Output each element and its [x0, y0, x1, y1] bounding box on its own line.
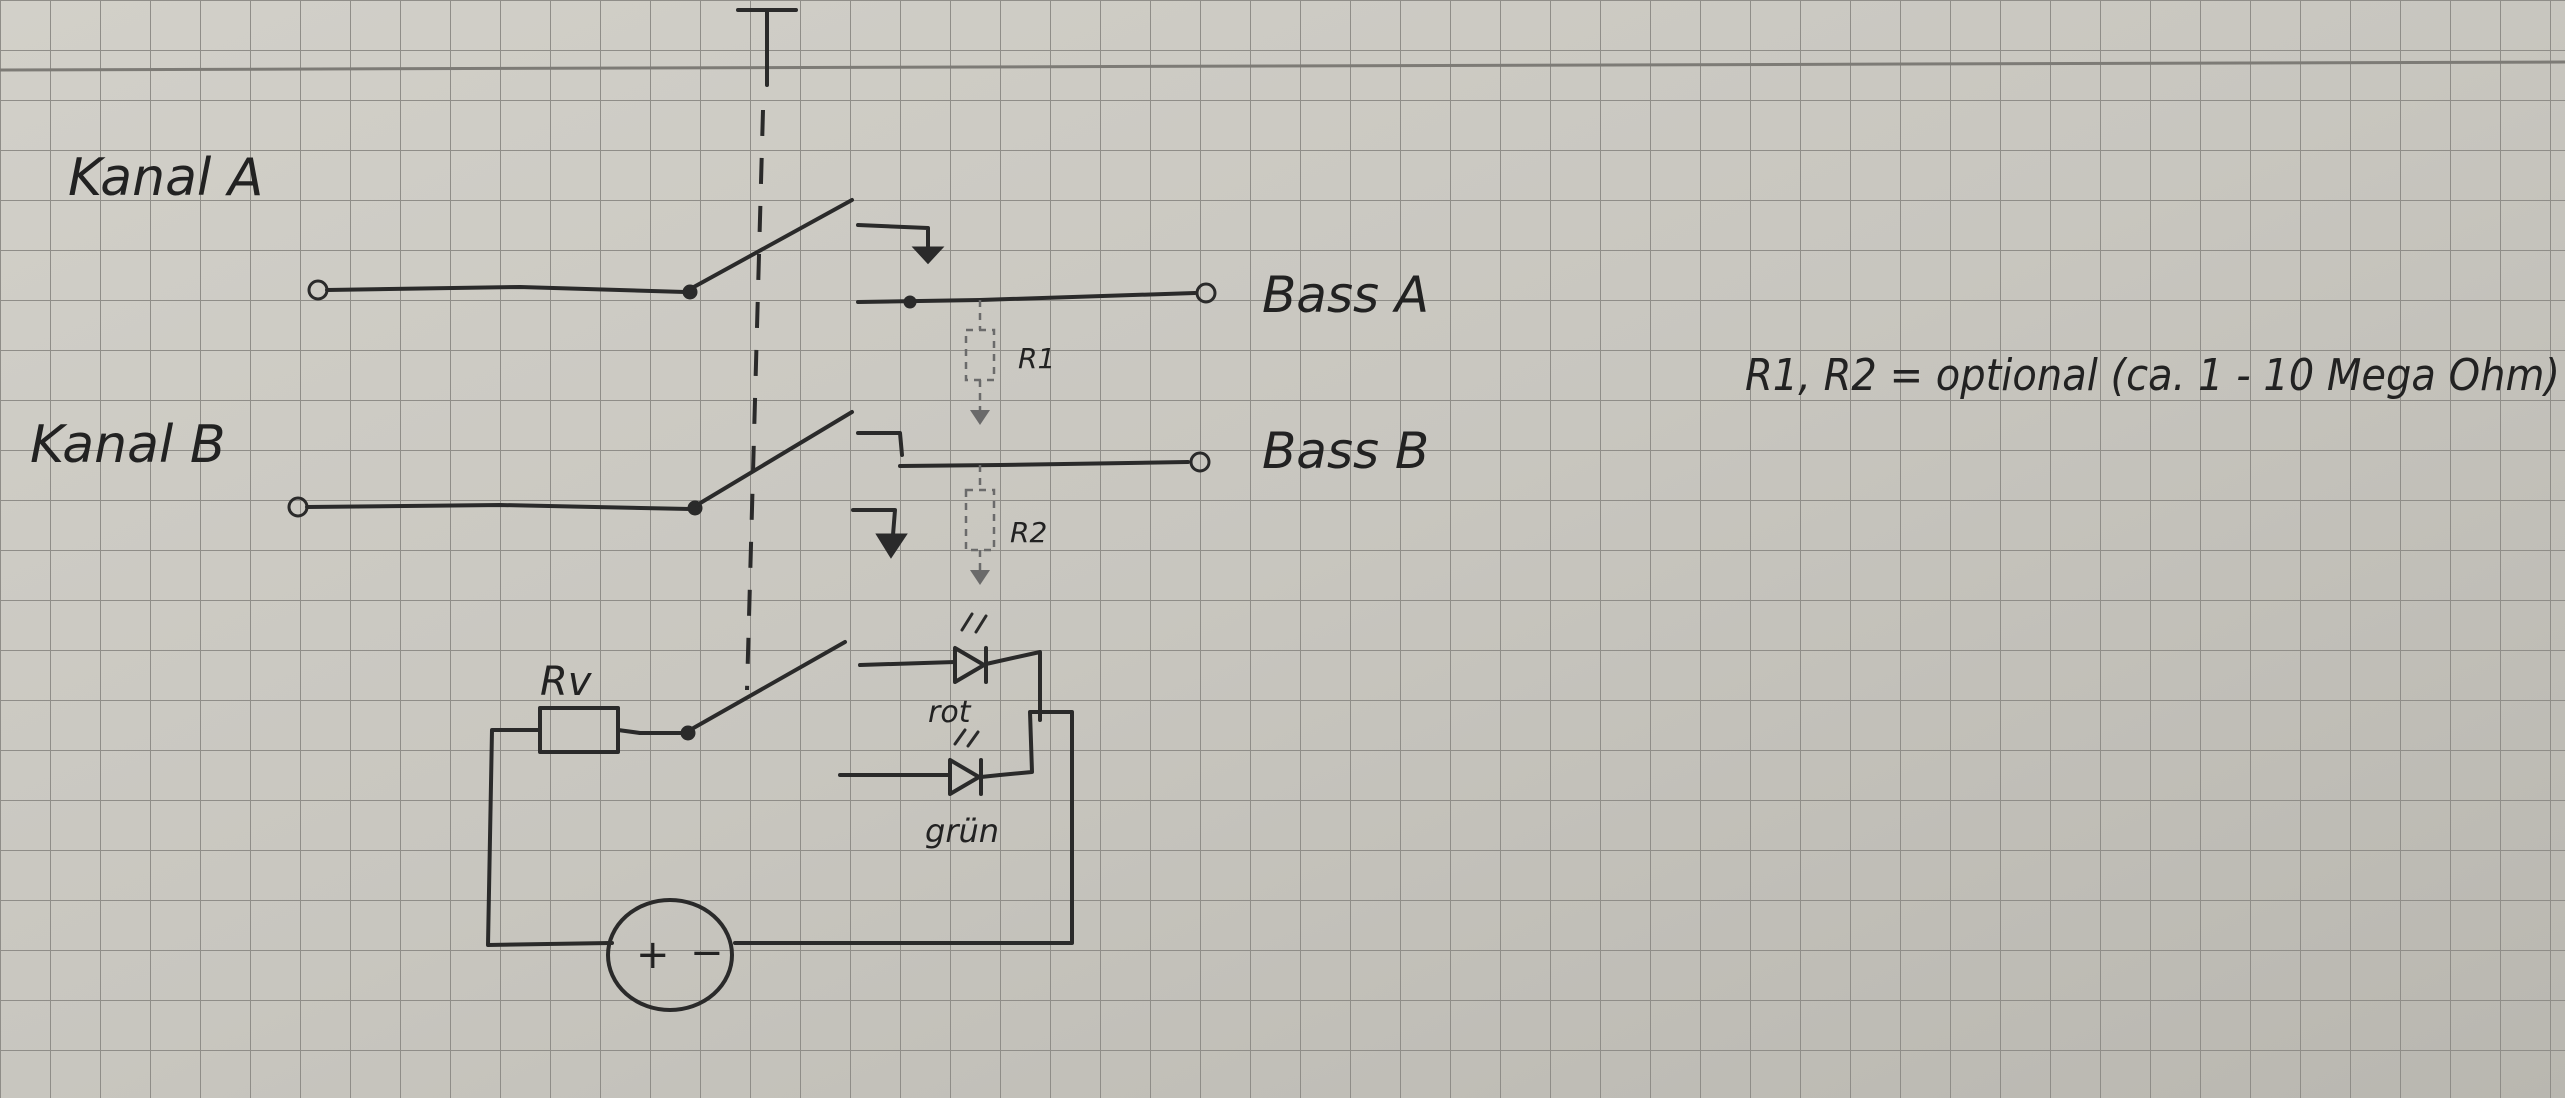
note-optional-resistors: R1, R2 = optional (ca. 1 - 10 Mega Ohm): [1745, 350, 2560, 401]
label-led-rot: rot: [928, 695, 972, 730]
battery-minus: −: [690, 930, 724, 976]
label-rv: Rv: [540, 659, 593, 705]
channel-b-path: [287, 410, 1211, 559]
led-indicator-circuit: [486, 612, 1074, 947]
resistor-r2-optional: [964, 465, 996, 585]
ganged-switch-actuator: [736, 8, 798, 691]
label-bass-a: Bass A: [1262, 266, 1429, 324]
label-kanal-a: Kanal A: [68, 148, 263, 208]
label-kanal-b: Kanal B: [30, 415, 226, 475]
label-r1: R1: [1018, 342, 1055, 375]
paper-margin-line: [0, 60, 2565, 72]
channel-a-path: [307, 198, 1217, 309]
battery-plus: +: [636, 932, 670, 978]
battery: [606, 898, 734, 1012]
label-r2: R2: [1010, 516, 1047, 549]
resistor-r1-optional: [964, 300, 996, 425]
label-bass-b: Bass B: [1262, 422, 1429, 480]
label-led-gruen: grün: [925, 812, 999, 850]
